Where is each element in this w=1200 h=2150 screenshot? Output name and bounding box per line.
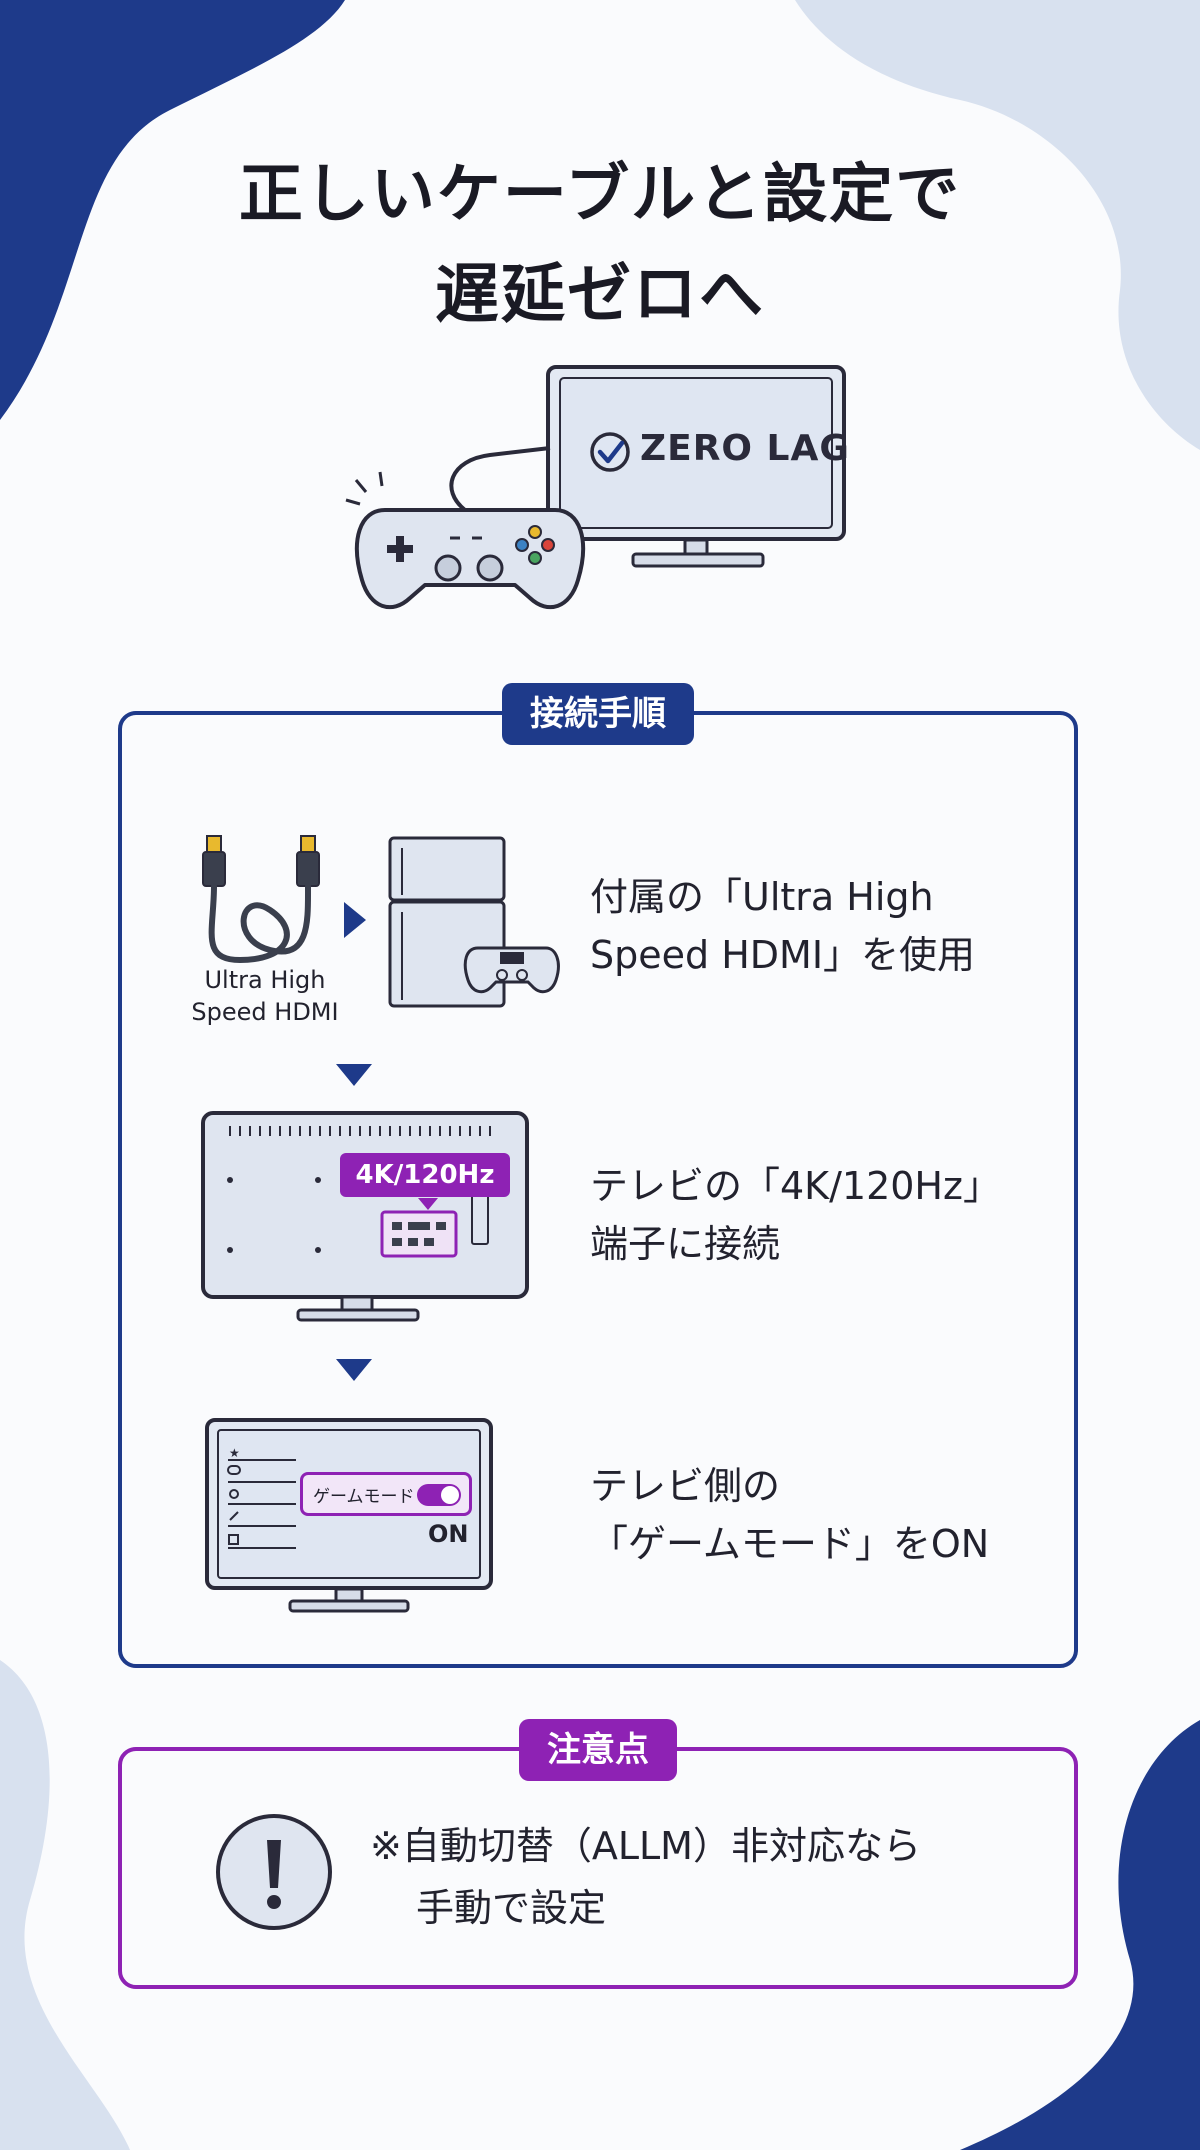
cable-label: Ultra High Speed HDMI bbox=[191, 966, 339, 1026]
step-1-text: 付属の「Ultra High Speed HDMI」を使用 bbox=[590, 875, 976, 977]
hero-illustration bbox=[345, 365, 846, 610]
check-circle-icon bbox=[590, 432, 630, 472]
toggle-switch-icon bbox=[417, 1484, 461, 1506]
blob-bottom-right bbox=[960, 1720, 1200, 2150]
game-mode-label: ゲームモード bbox=[313, 1487, 415, 1507]
step-1-illustration bbox=[202, 835, 560, 1008]
svg-text:★: ★ bbox=[229, 1446, 240, 1460]
page-title: 正しいケーブルと設定で 遅延ゼロへ bbox=[0, 145, 1200, 345]
caution-text: ※自動切替（ALLM）非対応なら 手動で設定 bbox=[370, 1824, 921, 1930]
blob-top-left bbox=[0, 0, 345, 420]
arrow-right-icon bbox=[344, 902, 366, 938]
blob-top-right bbox=[795, 0, 1200, 450]
step-2-text: テレビの「4K/120Hz」 端子に接続 bbox=[590, 1164, 1001, 1266]
step-3-text: テレビ側の 「ゲームモード」をON bbox=[590, 1464, 990, 1566]
tv-icon bbox=[546, 365, 846, 568]
game-mode-toggle-row: ゲームモード bbox=[300, 1472, 472, 1516]
gamepad-icon bbox=[345, 471, 586, 610]
tv-back-icon bbox=[201, 1111, 529, 1322]
console-icon bbox=[388, 836, 560, 1008]
title-line-2: 遅延ゼロへ bbox=[435, 258, 765, 332]
exclamation-icon bbox=[216, 1814, 332, 1930]
port-tag-4k-120hz: 4K/120Hz bbox=[340, 1153, 510, 1197]
blob-bottom-left bbox=[0, 1660, 130, 2150]
arrow-down-icon bbox=[336, 1064, 372, 1086]
arrow-down-icon bbox=[336, 1359, 372, 1381]
caution-heading: 注意点 bbox=[519, 1719, 677, 1781]
step-2-illustration bbox=[201, 1111, 529, 1322]
zero-lag-label: ZERO LAG bbox=[640, 428, 850, 469]
hdmi-cable-icon bbox=[202, 835, 320, 964]
connection-steps-heading: 接続手順 bbox=[502, 683, 694, 745]
title-line-1: 正しいケーブルと設定で bbox=[238, 158, 962, 232]
toggle-state-label: ON bbox=[428, 1520, 469, 1548]
